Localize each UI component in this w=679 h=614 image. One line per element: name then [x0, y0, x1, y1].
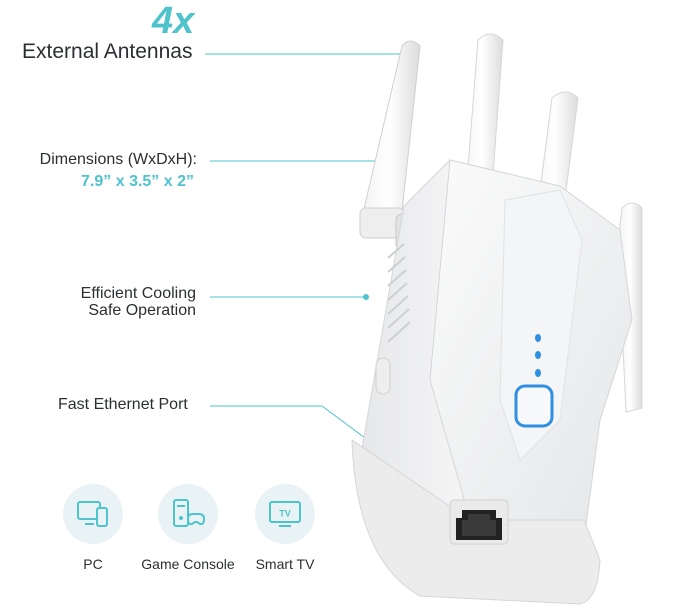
- dimensions-label: Dimensions (WxDxH):: [39, 151, 197, 168]
- antenna-count: 4x: [152, 0, 195, 42]
- dimensions-value: 7.9” x 3.5” x 2”: [81, 173, 194, 190]
- device-smart-tv: TV: [255, 484, 315, 544]
- device-pc-label: PC: [83, 556, 103, 572]
- ethernet-port: [449, 499, 509, 545]
- device-pc: [63, 484, 123, 544]
- device-smart-tv-label: Smart TV: [255, 556, 315, 572]
- status-leds: [535, 334, 541, 377]
- wps-button: [514, 384, 554, 428]
- antennas-label: External Antennas: [22, 40, 193, 63]
- pc-icon: [77, 501, 108, 527]
- tv-badge-text: TV: [279, 509, 291, 519]
- cooling-label-line1: Efficient Cooling: [80, 285, 196, 302]
- cooling-label-line2: Safe Operation: [88, 302, 196, 319]
- game-console-icon: [173, 499, 206, 527]
- ethernet-label: Fast Ethernet Port: [58, 396, 188, 413]
- device-game-console: [158, 484, 218, 544]
- device-game-console-label: Game Console: [141, 556, 235, 572]
- smart-tv-icon: TV: [269, 501, 301, 527]
